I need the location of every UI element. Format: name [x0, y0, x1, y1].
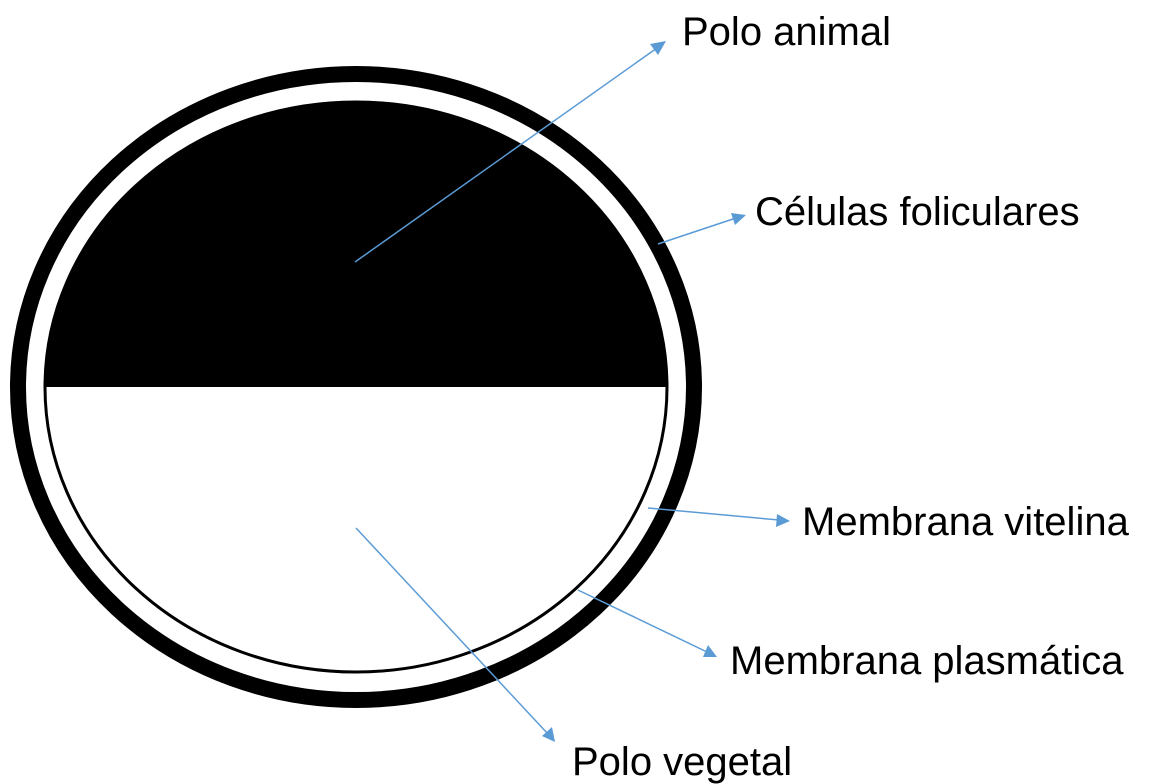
pointer-membrana-plasmatica: [578, 590, 717, 657]
label-membrana-plasmatica: Membrana plasmática: [730, 639, 1124, 683]
label-polo-animal: Polo animal: [682, 10, 891, 54]
label-polo-vegetal: Polo vegetal: [572, 740, 792, 784]
label-celulas-foliculares: Células foliculares: [755, 190, 1080, 234]
label-membrana-vitelina: Membrana vitelina: [802, 500, 1130, 544]
pointer-celulas-foliculares: [658, 213, 746, 244]
animal-hemisphere: [40, 90, 680, 387]
